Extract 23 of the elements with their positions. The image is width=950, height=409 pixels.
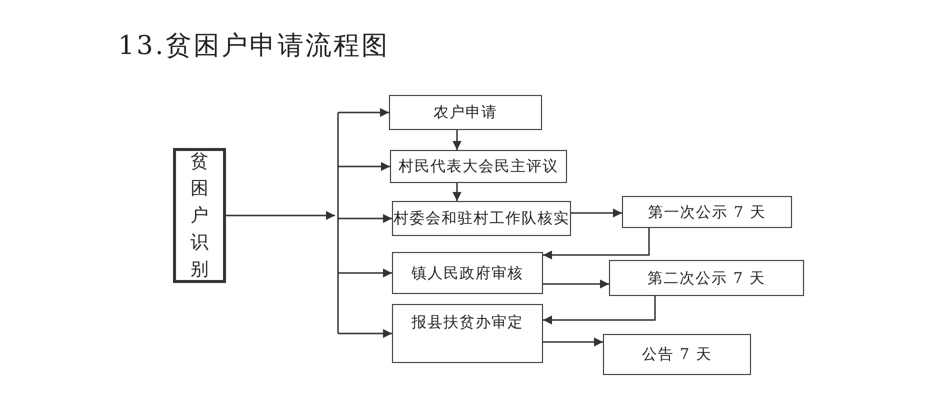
arrow bbox=[338, 214, 392, 223]
arrow bbox=[543, 296, 656, 324]
arrow bbox=[543, 280, 609, 288]
arrow bbox=[571, 208, 622, 218]
process-box: 村民代表大会民主评议 bbox=[390, 150, 567, 183]
arrow bbox=[543, 338, 603, 346]
arrow bbox=[543, 228, 650, 260]
arrow bbox=[452, 183, 462, 201]
arrow bbox=[338, 162, 390, 171]
title: 13.贫困户申请流程图 bbox=[118, 30, 390, 63]
arrow bbox=[338, 108, 389, 117]
process-box: 贫困户识别 bbox=[173, 148, 226, 283]
process-box: 报县扶贫办审定 bbox=[392, 304, 543, 363]
process-box: 第一次公示 7 天 bbox=[622, 196, 792, 228]
arrow bbox=[338, 268, 392, 278]
process-box: 村委会和驻村工作队核实 bbox=[392, 201, 571, 236]
process-box: 第二次公示 7 天 bbox=[609, 260, 804, 296]
process-box: 公告 7 天 bbox=[603, 334, 751, 375]
process-box: 镇人民政府审核 bbox=[392, 252, 543, 294]
arrow bbox=[338, 329, 392, 338]
arrow bbox=[452, 130, 462, 150]
arrow bbox=[225, 112, 339, 334]
process-box: 农户申请 bbox=[389, 95, 542, 130]
